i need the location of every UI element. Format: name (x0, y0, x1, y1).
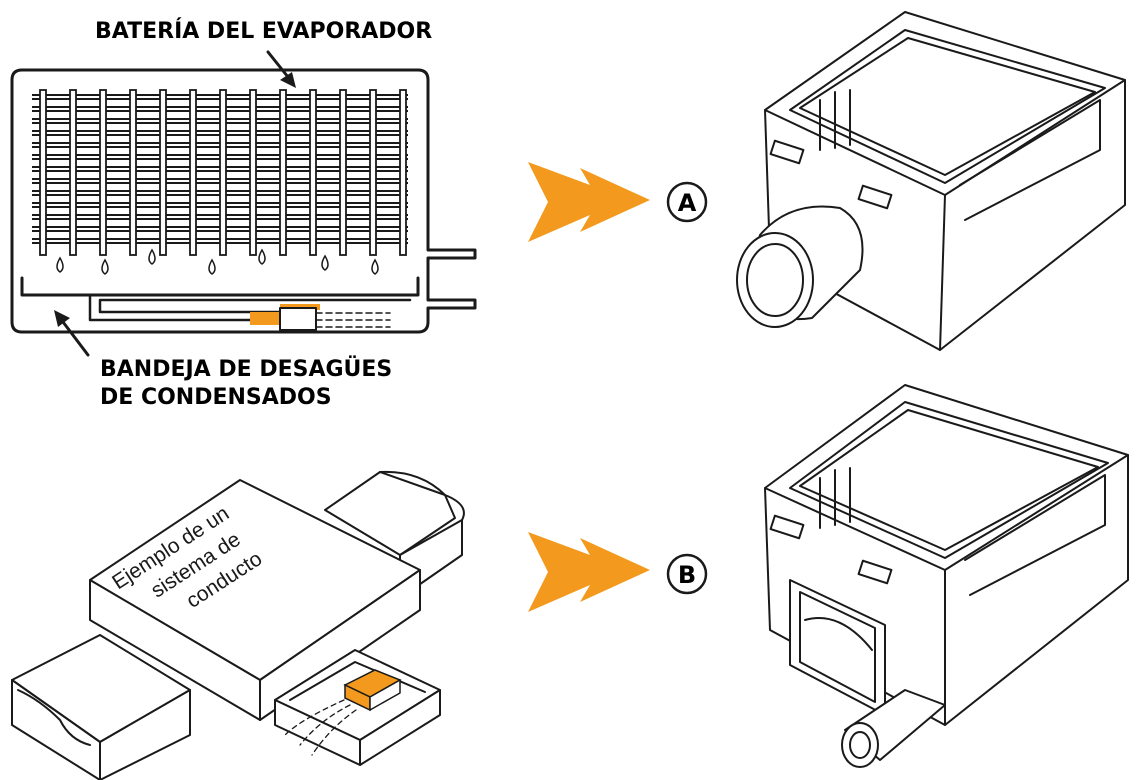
water-drop-icon (208, 258, 216, 275)
coil-vertical-fin (309, 89, 317, 256)
drain-tray (20, 276, 420, 297)
evaporator-casing (10, 68, 477, 334)
evaporator-label: BATERÍA DEL EVAPORADOR (95, 18, 432, 44)
water-drop-icon (101, 258, 109, 275)
coil-vertical-fin (249, 89, 257, 256)
coil-vertical-fin (339, 89, 347, 256)
pump-housing-b (764, 384, 1129, 768)
water-drop-icon (321, 254, 329, 271)
coil-vertical-fin (369, 89, 377, 256)
badge-a: A (666, 181, 708, 223)
tray-label-line1: BANDEJA DE DESAGÜES (100, 356, 392, 382)
coil-vertical-fin (189, 89, 197, 256)
evaporator-leader-arrow-icon (266, 50, 296, 88)
badge-b-label: B (678, 561, 696, 589)
badge-b: B (666, 553, 708, 595)
coil-vertical-fin (99, 89, 107, 256)
pump-housing-a (736, 11, 1126, 351)
tray-leader-arrow-icon (54, 310, 90, 357)
tray-label-line2: DE CONDENSADOS (100, 385, 332, 410)
pump-outlet-dashed (315, 312, 391, 328)
coil-vertical-fin (279, 89, 287, 256)
condensate-drops (56, 248, 379, 275)
evaporator-coil (32, 89, 408, 256)
coil-vertical-fin (399, 89, 407, 256)
coil-vertical-fin (159, 89, 167, 256)
water-drop-icon (371, 258, 379, 275)
badge-a-label: A (678, 189, 697, 217)
duct-system: Ejemplo de un sistema de conducto (11, 470, 465, 780)
water-drop-icon (56, 256, 64, 273)
water-drop-icon (258, 248, 266, 265)
coil-vertical-fin (129, 89, 137, 256)
tray-label-group: BANDEJA DE DESAGÜES DE CONDENSADOS (54, 310, 392, 410)
drain-pipe (88, 294, 412, 322)
coil-vertical-fin (219, 89, 227, 256)
pump-body (279, 307, 317, 331)
arrow-a-icon (528, 162, 650, 242)
evaporator-unit: BATERÍA DEL EVAPORADOR (10, 18, 477, 334)
pump-orange-block (250, 312, 282, 325)
coil-vertical-fin (69, 89, 77, 256)
coil-vertical-fin (39, 89, 47, 256)
water-drop-icon (148, 248, 156, 265)
arrow-b-icon (528, 532, 650, 612)
